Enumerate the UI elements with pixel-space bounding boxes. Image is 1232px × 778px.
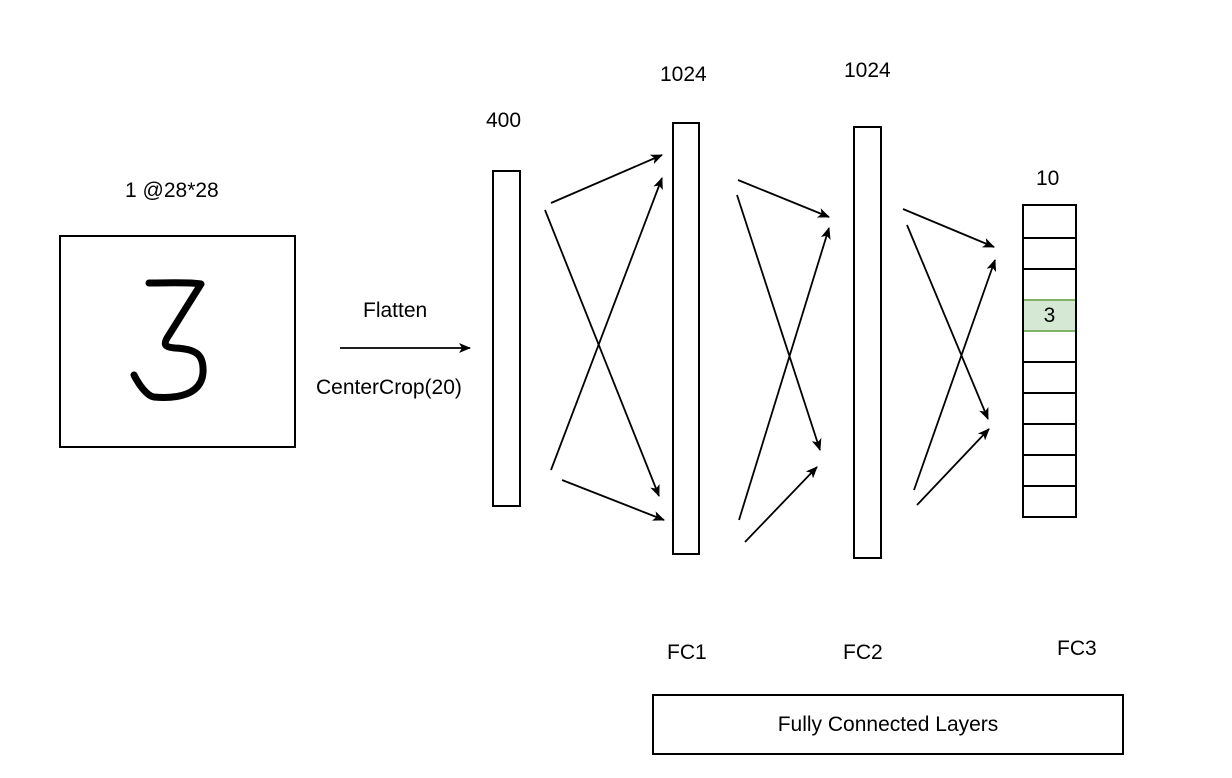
output-cell [1024, 485, 1075, 516]
output-cell [1024, 268, 1075, 299]
arrow-flat-fc1 [550, 154, 663, 204]
fully-connected-group-label: Fully Connected Layers [777, 712, 999, 736]
output-cell [1024, 454, 1075, 485]
fc2-units-label: 1024 [844, 59, 891, 82]
fc3-name-label: FC3 [1057, 637, 1097, 660]
arrow-fc2-fc3 [906, 224, 989, 420]
arrow-flat-fc1 [550, 177, 663, 471]
output-cell-highlighted: 3 [1024, 299, 1075, 330]
arrow-fc1-fc2 [736, 194, 822, 451]
output-cell [1024, 392, 1075, 423]
arrow-fc1-fc2 [744, 466, 818, 543]
arrow-fc2-fc3 [902, 208, 995, 248]
output-cell [1024, 423, 1075, 454]
flat-units-label: 400 [486, 109, 522, 132]
fully-connected-group-box: Fully Connected Layers [652, 694, 1124, 755]
arrow-fc2-fc3 [916, 428, 990, 506]
output-cell [1024, 237, 1075, 268]
output-cell [1024, 361, 1075, 392]
input-image [59, 235, 296, 448]
flatten-label: Flatten [363, 299, 428, 322]
output-cell [1024, 330, 1075, 361]
centercrop-label: CenterCrop(20) [316, 376, 462, 399]
arrow-fc1-fc2 [738, 227, 831, 521]
fc3-output-layer: 3 [1022, 204, 1077, 518]
fc1-units-label: 1024 [660, 63, 707, 86]
fc1-layer-bar [672, 122, 700, 555]
arrow-flat-fc1 [561, 479, 665, 521]
handwritten-digit-three [130, 279, 207, 401]
flat-layer-bar [492, 170, 521, 507]
arrow-fc1-fc2 [737, 179, 830, 218]
fc2-layer-bar [853, 126, 882, 559]
input-size-label: 1 @28*28 [125, 179, 219, 202]
fc1-name-label: FC1 [667, 641, 707, 664]
fc2-name-label: FC2 [843, 641, 883, 664]
arrow-flat-fc1 [544, 209, 660, 497]
fc3-units-label: 10 [1036, 167, 1060, 190]
arrow-fc2-fc3 [913, 259, 997, 491]
